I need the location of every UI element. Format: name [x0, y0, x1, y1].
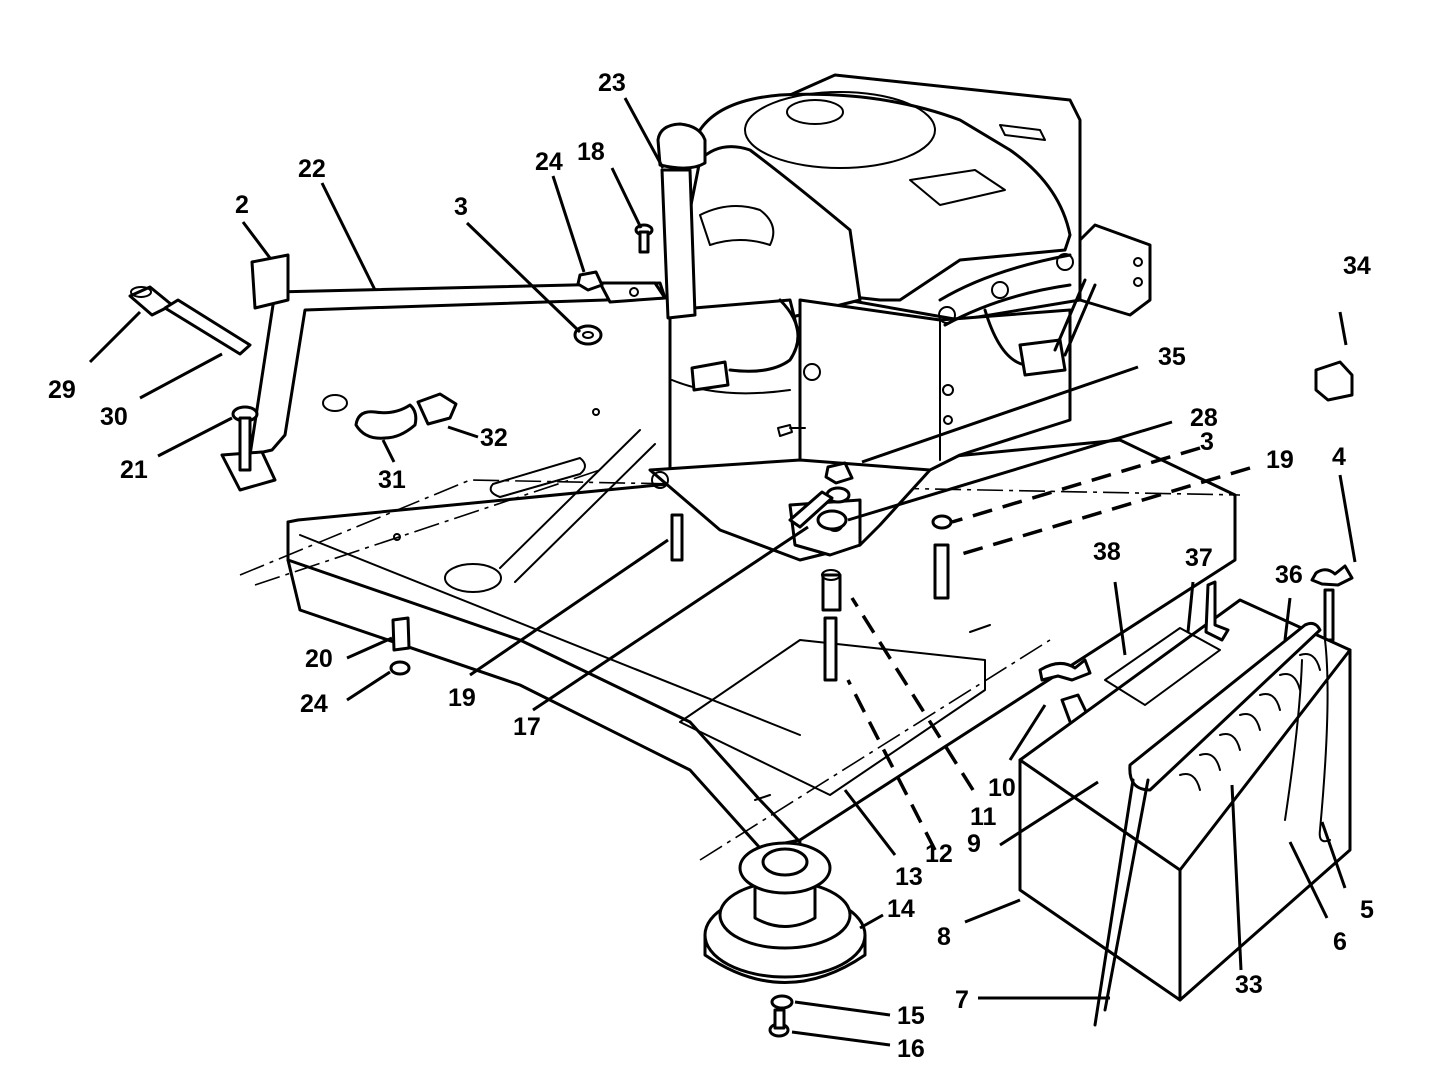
engine: [648, 73, 1152, 562]
callout-10: 10: [988, 774, 1016, 802]
callout-30: 30: [100, 403, 128, 431]
callout-35: 35: [1158, 343, 1186, 371]
callout-3: 3: [454, 193, 468, 221]
callout-18: 18: [577, 138, 605, 166]
callout-38: 38: [1093, 538, 1121, 566]
callout-28: 28: [1190, 404, 1218, 432]
callout-20: 20: [305, 645, 333, 673]
callout-36: 36: [1275, 561, 1303, 589]
callout-7: 7: [955, 986, 969, 1014]
callout-16: 16: [897, 1035, 925, 1063]
callout-11: 11: [970, 803, 997, 831]
callout-13: 13: [895, 863, 923, 891]
battery-8: [1018, 580, 1352, 1027]
callout-9: 9: [967, 830, 981, 858]
bracket-22: [220, 253, 667, 492]
callout-31: 31: [378, 466, 406, 494]
callout-21: 21: [120, 456, 148, 484]
callout-4: 4: [1332, 443, 1346, 471]
callout-23: 23: [598, 69, 626, 97]
callout-24-lower: 24: [300, 690, 328, 718]
callout-3-right: 3: [1200, 428, 1214, 456]
callout-17: 17: [513, 713, 541, 741]
hardware: [128, 223, 1354, 1038]
callout-6: 6: [1333, 928, 1347, 956]
callout-14: 14: [887, 895, 915, 923]
callout-19-left: 19: [448, 684, 476, 712]
callout-19-right: 19: [1266, 446, 1294, 474]
callout-12: 12: [925, 840, 953, 868]
callout-24: 24: [535, 148, 563, 176]
callout-22: 22: [298, 155, 326, 183]
callout-labels: 2 22 29 30 21 3 24 18 23 31 32 34 35 28 …: [48, 69, 1374, 1063]
callout-15: 15: [897, 1002, 925, 1030]
callout-5: 5: [1360, 896, 1374, 924]
callout-29: 29: [48, 376, 76, 404]
callout-leaders: [88, 97, 1357, 1047]
callout-34: 34: [1343, 252, 1371, 280]
callout-37: 37: [1185, 544, 1213, 572]
callout-33: 33: [1235, 971, 1263, 999]
pulley-14: [703, 841, 867, 984]
callout-32: 32: [480, 424, 508, 452]
callout-2: 2: [235, 191, 249, 219]
callout-8: 8: [937, 923, 951, 951]
